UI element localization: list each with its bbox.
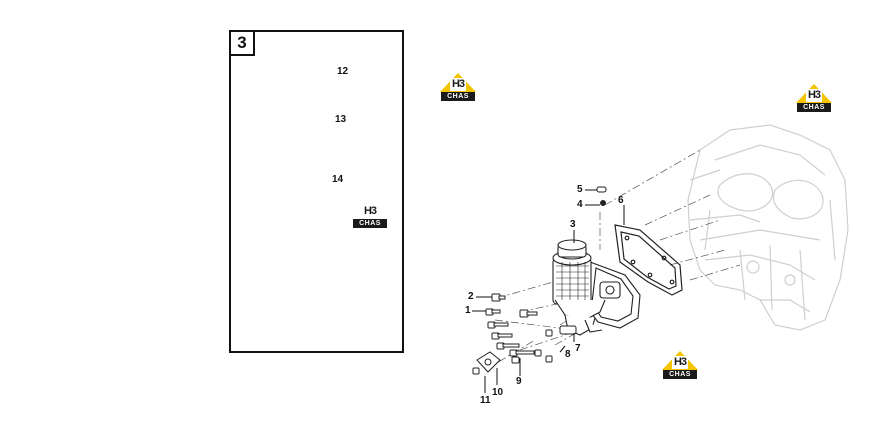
callout-13: 13 xyxy=(335,114,347,125)
watermark-mark: H3 xyxy=(362,205,378,218)
inset-detail-panel: 3 xyxy=(229,30,404,353)
watermark-text: CHAS xyxy=(441,92,475,101)
callout-6: 6 xyxy=(618,195,624,206)
callout-10: 10 xyxy=(492,387,504,398)
callout-8: 8 xyxy=(565,349,571,360)
inset-number: 3 xyxy=(231,32,255,56)
callout-14: 14 xyxy=(332,174,344,185)
watermark-mark: H3 xyxy=(450,78,466,91)
gasket xyxy=(614,224,683,296)
watermark-text: CHAS xyxy=(663,370,697,379)
engine-block-outline xyxy=(687,124,849,331)
callout-4: 4 xyxy=(577,199,583,210)
filter-housing-assembly xyxy=(552,239,641,336)
watermark-logo: H3 CHAS xyxy=(661,350,699,380)
assembly-lines xyxy=(484,149,741,371)
callout-3: 3 xyxy=(570,219,576,230)
callout-1: 1 xyxy=(465,305,471,316)
callout-7: 7 xyxy=(575,343,581,354)
watermark-roofs xyxy=(352,73,832,378)
watermark-text: CHAS xyxy=(797,103,831,112)
callout-5: 5 xyxy=(577,184,583,195)
watermark-logo: H3 CHAS xyxy=(795,83,833,113)
watermark-mark: H3 xyxy=(806,89,822,102)
bolts-and-plugs xyxy=(472,186,607,375)
callout-11: 11 xyxy=(480,395,491,406)
callout-2: 2 xyxy=(468,291,474,302)
watermark-mark: H3 xyxy=(672,356,688,369)
callout-12: 12 xyxy=(337,66,349,77)
watermark-logo: H3 CHAS xyxy=(351,199,389,229)
watermark-text: CHAS xyxy=(353,219,387,228)
callout-9: 9 xyxy=(516,376,522,387)
watermark-logo: H3 CHAS xyxy=(439,72,477,102)
